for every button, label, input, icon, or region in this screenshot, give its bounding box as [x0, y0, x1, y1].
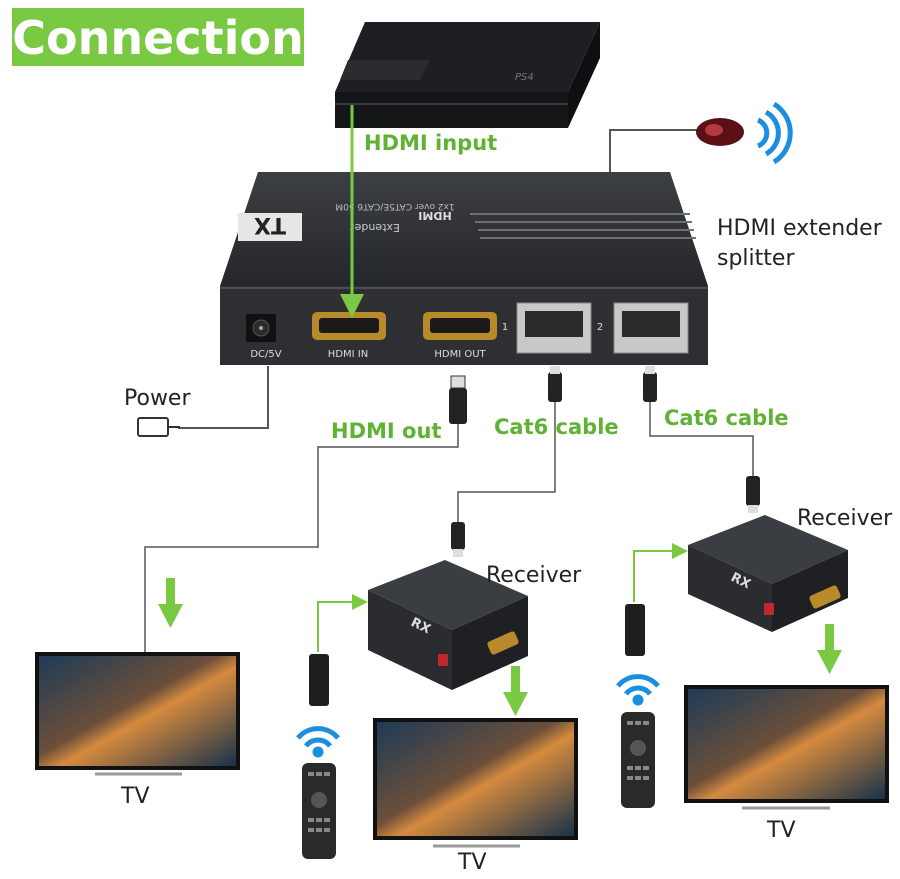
ps4-console: [335, 22, 600, 128]
power-label: Power: [124, 386, 191, 411]
cat6-plug-receiver-1: [451, 522, 465, 557]
receiver-1: [368, 560, 528, 690]
page-title: Connection: [12, 11, 304, 65]
tv-2: [373, 718, 578, 848]
cat6-plug-2: [643, 366, 657, 402]
splitter-brand: HDMI: [418, 209, 451, 222]
cat6-cable-2: [649, 402, 754, 476]
title-banner: Connection: [12, 8, 304, 66]
tv-3: [684, 685, 889, 810]
splitter-model: Extender: [350, 221, 400, 234]
hdmi-out-cable: [144, 424, 459, 652]
hdmi-out-connector: [449, 375, 467, 424]
hdmi-out-port: [423, 312, 497, 340]
receiver-2-label: Receiver: [797, 506, 893, 531]
ir-link-2: [633, 543, 688, 602]
receiver-1-label: Receiver: [486, 563, 582, 588]
tv-1: [35, 652, 240, 776]
port-label-hdmi-in: HDMI IN: [328, 349, 368, 360]
wifi-signal-icon: [756, 101, 793, 165]
dc-port: [246, 314, 276, 342]
tx-badge: TX: [254, 212, 286, 237]
splitter-spec: 1x2 over CAT5E/CAT6 50M: [335, 201, 454, 211]
cat6-plug-receiver-2: [746, 476, 760, 513]
rj45-port-1: [516, 302, 592, 354]
splitter-name-line1: HDMI extender: [717, 216, 882, 241]
remote-control-2: [621, 712, 655, 808]
port-label-2: 2: [597, 322, 603, 333]
cat6-plug-1: [548, 366, 562, 402]
port-label-hdmi-out: HDMI OUT: [434, 349, 486, 360]
cat6-cable-label-2: Cat6 cable: [664, 406, 789, 430]
hdmi-out-label: HDMI out: [331, 419, 442, 443]
port-label-1: 1: [502, 322, 508, 333]
rj45-port-2: [613, 302, 689, 354]
ir-dongle-1: [309, 654, 329, 706]
cat6-cable-label-1: Cat6 cable: [494, 415, 619, 439]
splitter-name-line2: splitter: [717, 246, 795, 271]
wifi-icon-remote-1: [296, 726, 340, 758]
receiver-2: [688, 515, 848, 632]
power-adapter: [137, 366, 269, 437]
ir-sensor: [609, 118, 744, 175]
wifi-icon-remote-2: [616, 674, 660, 706]
hdmi-input-label: HDMI input: [364, 131, 498, 155]
port-label-dc: DC/5V: [250, 349, 281, 360]
cat6-cable-1: [457, 402, 556, 522]
tv-3-label: TV: [767, 818, 796, 843]
ir-dongle-2: [625, 604, 645, 656]
remote-control-1: [302, 763, 336, 859]
tv-2-label: TV: [458, 850, 487, 875]
output-arrows: [158, 578, 842, 716]
hdmi-in-port: [312, 312, 386, 340]
tv-1-label: TV: [121, 784, 150, 809]
ps4-badge: PS4: [515, 72, 534, 83]
ir-link-1: [317, 594, 368, 652]
